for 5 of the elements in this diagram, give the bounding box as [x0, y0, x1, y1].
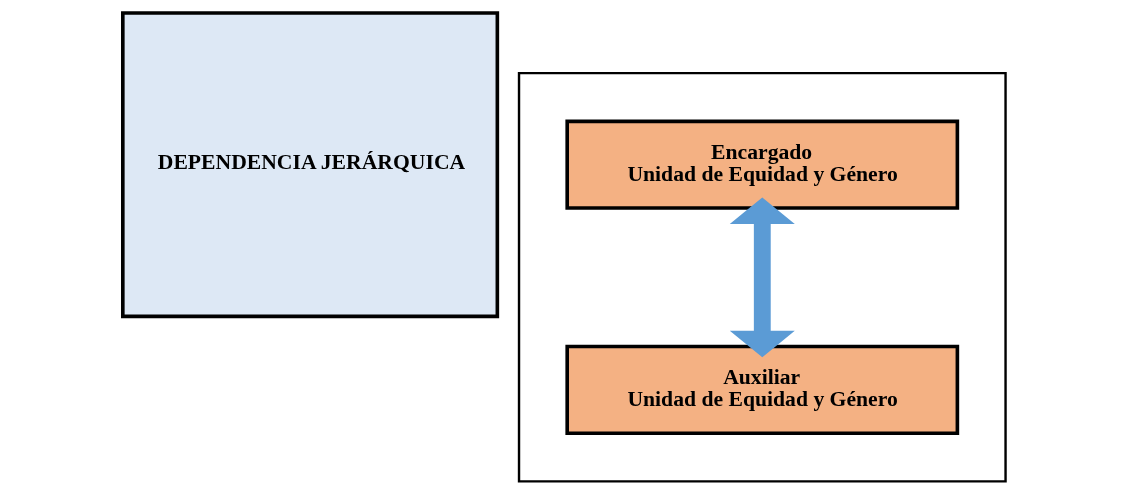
- arrow: [729, 197, 795, 358]
- cluster: [517, 71, 1007, 483]
- node-box: Encargado Unidad de Equidad y Género: [564, 119, 959, 210]
- node-box: DEPENDENCIA JERÁRQUICA: [120, 11, 499, 319]
- node-box: Auxiliar Unidad de Equidad y Género: [564, 344, 959, 436]
